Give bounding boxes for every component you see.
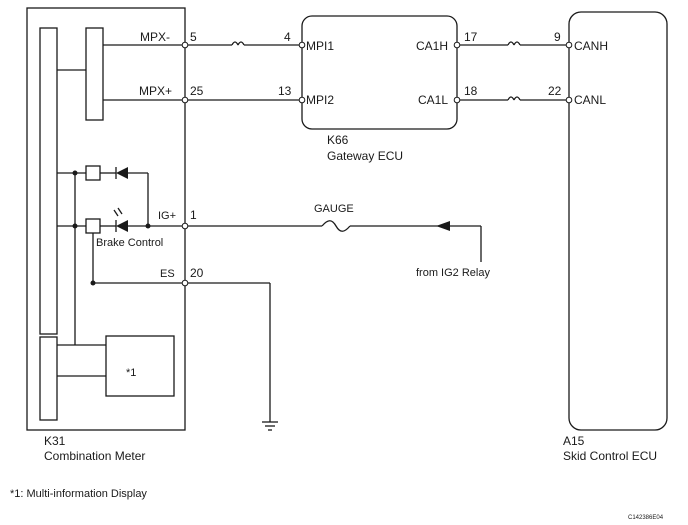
pin-number-ig-plus: 1 [190,208,197,222]
pin-number-canl: 22 [548,84,562,98]
terminal-ca1l: CA1L [418,93,448,107]
pin-number-mpi2: 13 [278,84,292,98]
pin-number-mpi1: 4 [284,30,291,44]
pin-canl [565,96,573,104]
arrow-icon [436,221,450,231]
fuse-icon [321,220,351,232]
power-circuit: GAUGE from IG2 Relay [188,203,490,279]
pin-mpi2 [298,96,306,104]
combination-meter: *1 MPX- MPX+ IG+ Brake Control [26,7,204,463]
mpx-interface-block [85,27,104,121]
gateway-connector-label: K66 [327,133,349,147]
skid-connector-label: A15 [563,434,585,448]
pin-number-mpx-minus: 5 [190,30,197,44]
power-source-label: from IG2 Relay [416,267,490,279]
terminal-ca1h: CA1H [416,39,448,53]
fuse-label: GAUGE [314,203,354,215]
display-control-block [39,336,58,421]
brake-led-icon [116,220,128,232]
pin-number-ca1h: 17 [464,30,478,44]
meter-internal-bus-block [39,27,58,335]
meter-name-label: Combination Meter [44,449,145,463]
brake-control-label: Brake Control [96,237,163,249]
pin-canh [565,41,573,49]
ground-circuit [188,282,278,431]
pin-number-canh: 9 [554,30,561,44]
pin-ca1l [453,96,461,104]
figure-code: C142386E04 [628,515,664,521]
pin-number-ca1l: 18 [464,84,478,98]
multi-information-display-block [105,335,175,397]
terminal-canh: CANH [574,39,608,53]
pin-mpx-plus [181,96,189,104]
pin-mpi1 [298,41,306,49]
terminal-mpi1: MPI1 [306,39,334,53]
ig-plus-label: IG+ [158,210,176,222]
pin-mpx-minus [181,41,189,49]
indicator-resistor-upper [85,165,101,181]
pin-ca1h [453,41,461,49]
ground-icon [262,421,278,431]
skid-control-ecu-frame [568,11,668,431]
gateway-name-label: Gateway ECU [327,149,403,163]
terminal-canl: CANL [574,93,606,107]
gateway-ecu: 4 13 MPI1 MPI2 CA1H CA1L 17 18 K66 Gatew… [278,15,478,163]
diode-icon [116,167,128,179]
sub-block-label: *1 [126,367,136,379]
pin-ig-plus [181,222,189,230]
pin-number-mpx-plus: 25 [190,84,204,98]
pin-es [181,279,189,287]
meter-connector-label: K31 [44,434,66,448]
skid-control-ecu: 9 22 CANH CANL A15 Skid Control ECU [548,11,668,463]
indicator-resistor-lower [85,218,101,234]
skid-name-label: Skid Control ECU [563,449,657,463]
can-wiring [460,41,566,101]
mpx-plus-label: MPX+ [139,84,172,98]
mpx-wiring [188,41,299,101]
terminal-mpi2: MPI2 [306,93,334,107]
pin-number-es: 20 [190,266,204,280]
mpx-minus-label: MPX- [140,30,170,44]
es-label: ES [160,268,175,280]
gateway-ecu-frame [301,15,458,130]
footnote: *1: Multi-information Display [10,488,147,500]
